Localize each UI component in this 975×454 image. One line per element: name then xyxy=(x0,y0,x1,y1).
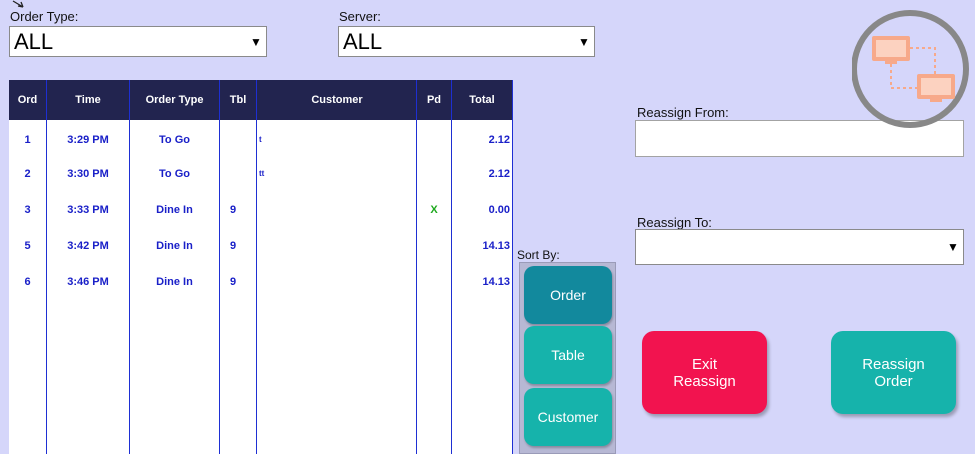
cell-time: 3:29 PM xyxy=(67,134,109,146)
column-header-ord[interactable]: Ord xyxy=(17,94,38,106)
sort-customer-button[interactable]: Customer xyxy=(524,388,612,446)
table-row[interactable]: 1 3:29 PM To Go t 2.12 xyxy=(9,122,513,158)
cell-total: 2.12 xyxy=(488,134,510,146)
column-header-tbl[interactable]: Tbl xyxy=(229,94,247,106)
cell-customer: tt xyxy=(259,169,265,178)
column-header-total[interactable]: Total xyxy=(469,94,495,106)
cell-time: 3:30 PM xyxy=(67,168,109,180)
cell-tbl xyxy=(220,122,256,158)
cell-pd xyxy=(417,228,451,264)
cell-ord: 3 xyxy=(24,204,31,216)
column-header-time[interactable]: Time xyxy=(75,94,101,106)
cell-tbl xyxy=(220,156,256,192)
cell-tbl: 9 xyxy=(230,204,237,216)
column-divider xyxy=(256,80,257,454)
sort-button-panel: Order Table Customer xyxy=(519,262,616,454)
column-divider xyxy=(451,80,452,454)
cell-order-type: Dine In xyxy=(156,204,193,216)
cell-order-type: To Go xyxy=(159,134,190,146)
cell-time: 3:33 PM xyxy=(67,204,109,216)
cell-pd: X xyxy=(430,204,438,216)
network-transfer-icon[interactable] xyxy=(852,6,972,134)
server-value: ALL xyxy=(343,28,383,54)
cell-pd xyxy=(417,264,451,300)
cell-total: 0.00 xyxy=(488,204,510,216)
cursor-arrow-icon xyxy=(12,0,24,8)
cell-total: 14.13 xyxy=(482,240,510,252)
table-header: Ord Time Order Type Tbl Customer Pd Tota… xyxy=(9,80,513,120)
table-row[interactable]: 5 3:42 PM Dine In 9 14.13 xyxy=(9,228,513,264)
table-row[interactable]: 6 3:46 PM Dine In 9 14.13 xyxy=(9,264,513,300)
order-type-label: Order Type: xyxy=(10,9,79,24)
cell-tbl: 9 xyxy=(230,276,237,288)
cell-pd xyxy=(417,122,451,158)
cell-ord: 1 xyxy=(24,134,31,146)
cell-tbl: 9 xyxy=(230,240,237,252)
sort-order-button[interactable]: Order xyxy=(524,266,612,324)
column-divider xyxy=(416,80,417,454)
reassign-to-dropdown[interactable]: ▼ xyxy=(635,229,964,265)
cell-total: 14.13 xyxy=(482,276,510,288)
order-type-value: ALL xyxy=(14,28,54,54)
cell-customer xyxy=(257,192,417,228)
dropdown-arrow-icon: ▼ xyxy=(578,34,590,49)
column-divider xyxy=(219,80,220,454)
cell-order-type: Dine In xyxy=(156,276,193,288)
cell-customer xyxy=(257,264,417,300)
cell-customer: t xyxy=(259,135,262,144)
exit-reassign-button[interactable]: Exit Reassign xyxy=(642,331,767,414)
table-row[interactable]: 2 3:30 PM To Go tt 2.12 xyxy=(9,156,513,192)
server-dropdown[interactable]: ALL ▼ xyxy=(338,26,595,57)
column-divider xyxy=(46,80,47,454)
cell-order-type: To Go xyxy=(159,168,190,180)
order-type-dropdown[interactable]: ALL ▼ xyxy=(9,26,267,57)
server-label: Server: xyxy=(339,9,381,24)
cell-time: 3:42 PM xyxy=(67,240,109,252)
dropdown-arrow-icon: ▼ xyxy=(250,34,262,49)
cell-ord: 5 xyxy=(24,240,31,252)
cell-time: 3:46 PM xyxy=(67,276,109,288)
cell-total: 2.12 xyxy=(488,168,510,180)
column-divider xyxy=(129,80,130,454)
cell-pd xyxy=(417,156,451,192)
orders-table[interactable]: Ord Time Order Type Tbl Customer Pd Tota… xyxy=(9,80,513,454)
table-row[interactable]: 3 3:33 PM Dine In 9 X 0.00 xyxy=(9,192,513,228)
cell-ord: 6 xyxy=(24,276,31,288)
cell-order-type: Dine In xyxy=(156,240,193,252)
cell-customer xyxy=(257,228,417,264)
reassign-order-button[interactable]: Reassign Order xyxy=(831,331,956,414)
sort-by-label: Sort By: xyxy=(517,248,560,262)
column-header-customer[interactable]: Customer xyxy=(311,94,363,106)
column-header-pd[interactable]: Pd xyxy=(426,94,442,106)
sort-table-button[interactable]: Table xyxy=(524,326,612,384)
reassign-to-label: Reassign To: xyxy=(637,215,712,230)
column-divider xyxy=(512,80,513,454)
cell-ord: 2 xyxy=(24,168,31,180)
reassign-from-label: Reassign From: xyxy=(637,105,729,120)
column-header-order-type[interactable]: Order Type xyxy=(145,94,204,106)
dropdown-arrow-icon: ▼ xyxy=(947,240,959,254)
